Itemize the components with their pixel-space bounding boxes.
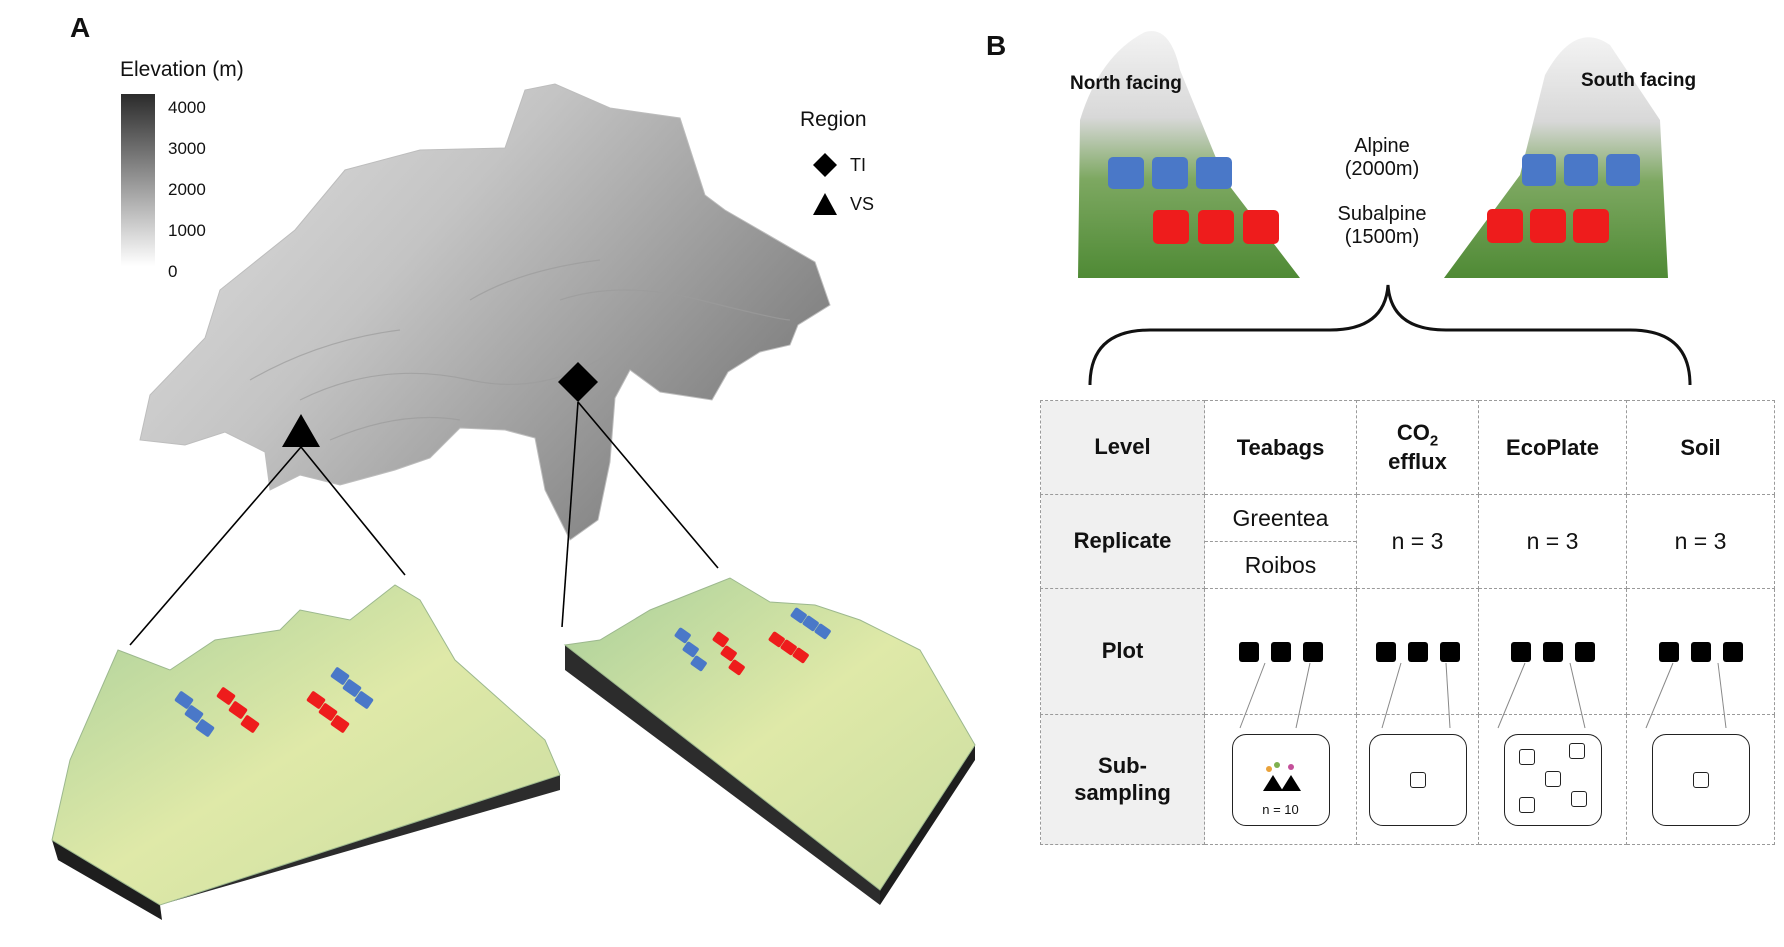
ecoplate-subsample-box [1503, 733, 1602, 826]
north-facing-label: North facing [1070, 73, 1182, 94]
region-vs-label: VS [850, 193, 875, 214]
co2-replicate: n = 3 [1356, 494, 1479, 589]
teabag-subsample-box: n = 10 [1231, 733, 1330, 826]
elevation-tick-2000: 2000 [168, 180, 206, 199]
switzerland-map [51, 83, 976, 920]
alpine-label: Alpine (2000m) [1322, 135, 1442, 181]
ecoplate-replicate: n = 3 [1478, 494, 1627, 589]
elevation-tick-3000: 3000 [168, 139, 206, 158]
ecoplate-header: EcoPlate [1478, 400, 1627, 495]
teabag-subsample-n: n = 10 [1262, 801, 1299, 817]
plot-label: Plot [1040, 588, 1205, 715]
plot-square [1722, 641, 1743, 662]
subsampling-label: Sub- sampling [1040, 714, 1205, 845]
mountain-diagram [1078, 31, 1692, 386]
triangle-marker-icon [813, 193, 837, 215]
region-vs-item: VS [812, 192, 874, 216]
plot-square [1439, 641, 1460, 662]
sample-square [1518, 796, 1535, 813]
plot-square [1238, 641, 1259, 662]
replicate-row: Replicate Greentea Roibos n = 3 n = 3 n … [1040, 494, 1775, 589]
alpine-name: Alpine [1354, 135, 1410, 157]
teabag-types-cell: Greentea Roibos [1204, 494, 1357, 589]
teabag-subsample: n = 10 [1204, 714, 1357, 845]
replicate-label: Replicate [1040, 494, 1205, 589]
co2-subsample [1356, 714, 1479, 845]
greentea-label: Greentea [1205, 495, 1356, 542]
teabags-header: Teabags [1204, 400, 1357, 495]
ti-site-marker [558, 362, 598, 402]
region-ti-item: TI [812, 152, 866, 178]
co2-efflux: efflux [1388, 449, 1447, 475]
header-row: Level Teabags CO2 efflux EcoPlate Soil [1040, 400, 1775, 495]
curly-brace [1088, 284, 1692, 386]
sample-square [1568, 742, 1585, 759]
plot-row: Plot [1040, 588, 1775, 715]
elevation-tick-1000: 1000 [168, 221, 206, 240]
subsampling-line2: sampling [1074, 779, 1171, 805]
co2-subsample-box [1368, 733, 1467, 826]
teabag-icon [1262, 761, 1301, 791]
plot-square [1542, 641, 1563, 662]
teabag-plots [1204, 588, 1357, 715]
ti-terrain-block [563, 577, 976, 905]
soil-subsample [1626, 714, 1775, 845]
vs-terrain-block [51, 584, 561, 920]
ecoplate-subsample [1478, 714, 1627, 845]
south-alpine-plots [1522, 154, 1640, 186]
soil-plots [1626, 588, 1775, 715]
co2-plots [1356, 588, 1479, 715]
subalpine-elevation: (1500m) [1344, 226, 1420, 248]
elevation-tick-0: 0 [168, 262, 178, 281]
co2-subscript: 2 [1429, 432, 1439, 450]
elevation-legend-title: Elevation (m) [120, 58, 244, 81]
country-outline [139, 83, 831, 541]
sample-square [1570, 790, 1587, 807]
level-header: Level [1040, 400, 1205, 495]
co2-header: CO2 efflux [1356, 400, 1479, 495]
diamond-marker-icon [813, 153, 837, 177]
plot-square [1510, 641, 1531, 662]
north-alpine-plots [1108, 157, 1232, 189]
alpine-elevation: (2000m) [1344, 158, 1420, 180]
design-table: Level Teabags CO2 efflux EcoPlate Soil R… [1040, 400, 1775, 845]
plot-square [1658, 641, 1679, 662]
plot-square [1375, 641, 1396, 662]
soil-header: Soil [1626, 400, 1775, 495]
roibos-label: Roibos [1244, 551, 1317, 578]
plot-square [1574, 641, 1595, 662]
elevation-tick-4000: 4000 [168, 98, 206, 117]
co2-main: CO [1396, 419, 1430, 445]
sample-square [1692, 771, 1709, 788]
ridge-lines [249, 259, 791, 441]
plot-square [1407, 641, 1428, 662]
region-ti-label: TI [850, 154, 866, 175]
plot-square [1302, 641, 1323, 662]
elevation-colorbar [121, 94, 155, 266]
soil-subsample-box [1651, 733, 1750, 826]
south-facing-label: South facing [1581, 70, 1697, 91]
region-legend-title: Region [800, 108, 867, 131]
design-table-wrap: Level Teabags CO2 efflux EcoPlate Soil R… [1040, 400, 1775, 845]
sample-square [1518, 748, 1535, 765]
subsampling-row: Sub- sampling n = 10 [1040, 714, 1775, 845]
vs-site-marker [282, 414, 320, 447]
plot-square [1690, 641, 1711, 662]
subalpine-label: Subalpine (1500m) [1322, 203, 1442, 249]
ecoplate-plots [1478, 588, 1627, 715]
panel-a-letter: A [70, 12, 91, 43]
south-subalpine-plots [1487, 209, 1609, 243]
sample-square [1544, 770, 1561, 787]
north-subalpine-plots [1153, 210, 1279, 244]
sample-square [1409, 771, 1426, 788]
plot-square [1270, 641, 1291, 662]
soil-replicate: n = 3 [1626, 494, 1775, 589]
subalpine-name: Subalpine [1337, 203, 1427, 225]
subsampling-line1: Sub- [1098, 753, 1147, 779]
panel-b-letter: B [986, 30, 1007, 61]
